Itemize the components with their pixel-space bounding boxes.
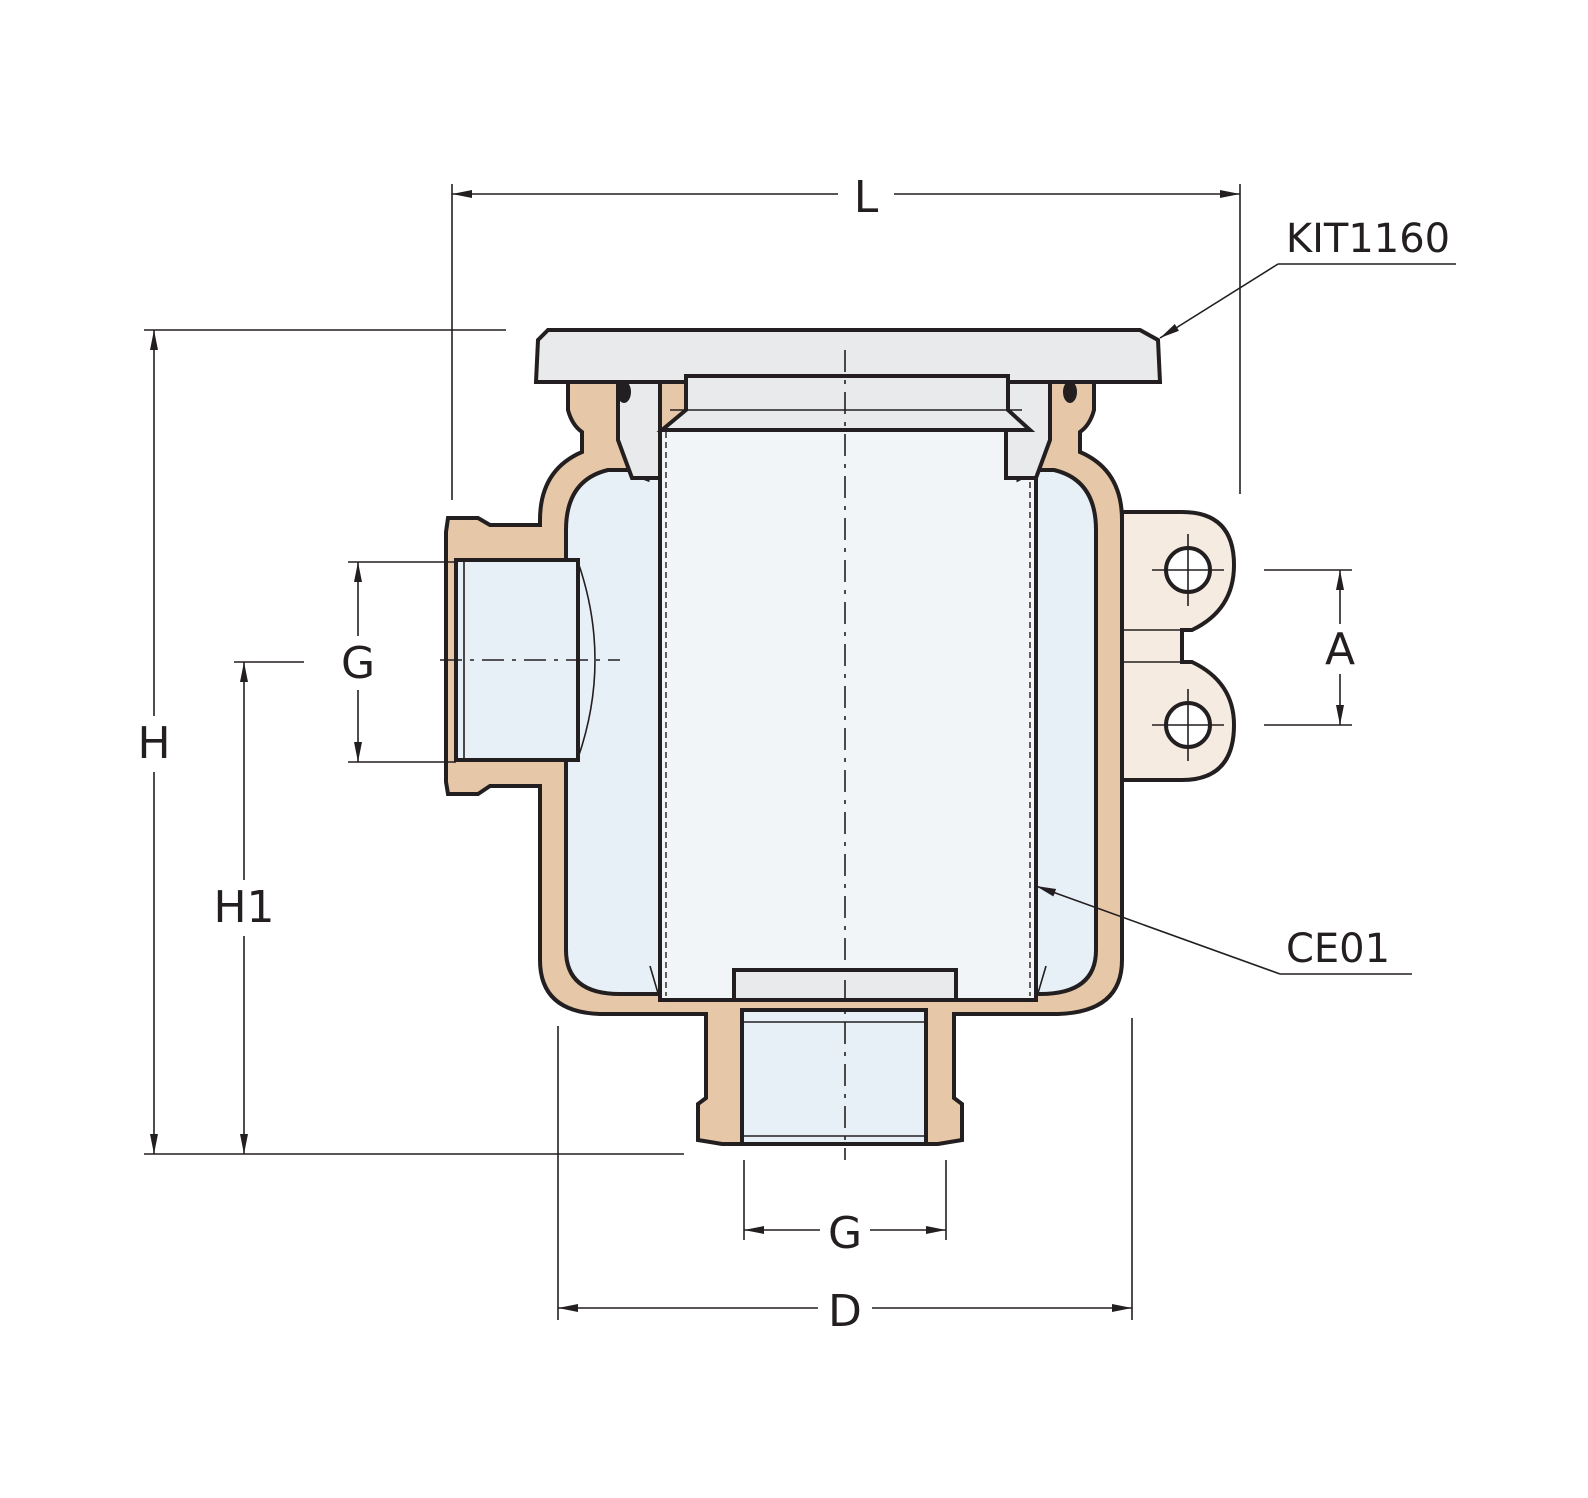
label-A: A	[1325, 624, 1355, 675]
side-inlet-bore	[454, 558, 580, 762]
o-ring-left	[617, 381, 631, 403]
label-L: L	[854, 172, 879, 223]
label-H: H	[137, 718, 170, 769]
cap-center-boss	[656, 374, 1036, 432]
dimension-H: H	[137, 329, 684, 1155]
callout-element: CE01	[1035, 885, 1412, 975]
cap-top-plate	[533, 328, 1163, 384]
dimension-A: A	[1264, 569, 1355, 726]
callout-kit: KIT1160	[1159, 216, 1456, 339]
side-inlet-curve	[577, 561, 596, 759]
filter-foot-right	[1020, 965, 1047, 1001]
dimension-G-side: G	[341, 561, 456, 763]
label-kit: KIT1160	[1286, 216, 1450, 262]
o-ring-right	[1063, 381, 1077, 403]
dimension-G-bottom: G	[743, 1160, 947, 1259]
label-G-side: G	[341, 638, 375, 689]
dimension-L: L	[451, 172, 1241, 500]
label-element: CE01	[1286, 926, 1390, 972]
dimension-D: D	[557, 1018, 1133, 1337]
cover-cap	[533, 328, 1163, 483]
dimension-H1: H1	[213, 661, 304, 1154]
filter-cartridge	[658, 428, 1038, 1002]
label-D: D	[828, 1286, 862, 1337]
bottom-outlet-bore	[740, 1008, 928, 1146]
filter-foot-left	[649, 965, 676, 1001]
label-G-bottom: G	[828, 1208, 862, 1259]
filter-element	[649, 428, 1047, 1002]
label-H1: H1	[213, 882, 274, 933]
